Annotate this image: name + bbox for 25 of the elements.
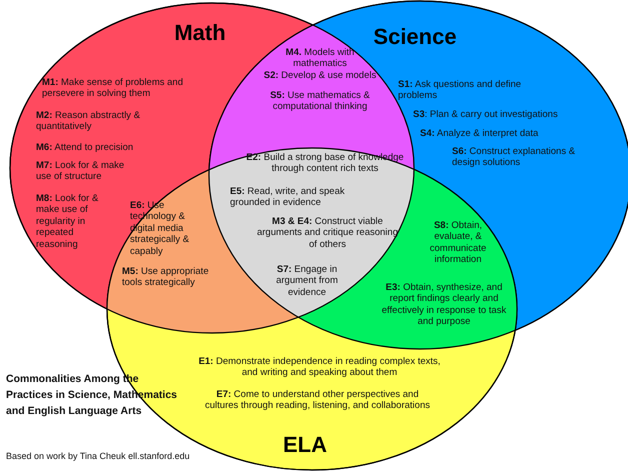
practice-text: M3 & E4: Construct viable arguments and critique reasoning of others	[256, 216, 399, 250]
practice-text: M5: Use appropriate tools strategically	[122, 266, 210, 289]
practice-text: M8: Look for & make use of regularity in repeated reasoning	[36, 193, 100, 250]
practice-text: S4: Analyze & interpret data	[420, 128, 540, 140]
circle-heading: Math	[173, 20, 227, 46]
practice-text: E5: Read, write, and speak grounded in evidence	[230, 186, 346, 209]
practice-text: S2: Develop & use models	[262, 70, 378, 82]
practice-text: M7: Look for & make use of structure	[36, 160, 126, 183]
practice-text: S8: Obtain, evaluate, & communicate information	[428, 220, 488, 266]
practice-text: E2: Build a strong base of knowledge through content rich texts	[245, 152, 405, 175]
practice-text: E3: Obtain, synthesize, and report findings clearly and effectively in response to task and purpose	[380, 282, 508, 328]
practice-text: E7: Come to understand other perspectives and cultures through reading, listening, and collaborations	[205, 389, 430, 412]
practice-text: M4. Models with mathematics	[284, 47, 356, 70]
practice-text: M6: Attend to precision	[36, 142, 134, 154]
practice-text: E1: Demonstrate independence in reading complex texts, and writing and speaking about them	[198, 356, 442, 379]
circle-heading: ELA	[282, 432, 328, 458]
practice-text: S7: Engage in argument from evidence	[275, 264, 339, 298]
circle-heading: Science	[372, 24, 458, 50]
practice-text: S6: Construct explanations & design solutions	[452, 146, 576, 169]
practice-text: S5: Use mathematics & computational thinking	[269, 90, 371, 113]
source-note: Based on work by Tina Cheuk ell.stanford.edu	[6, 451, 191, 462]
practice-text: S3: Plan & carry out investigations	[413, 109, 559, 120]
practice-text: S1: Ask questions and define problems	[398, 79, 522, 102]
practice-text: M2: Reason abstractly & quantitatively	[36, 110, 142, 133]
practice-text: M1: Make sense of problems and persevere in solving them	[42, 77, 184, 100]
